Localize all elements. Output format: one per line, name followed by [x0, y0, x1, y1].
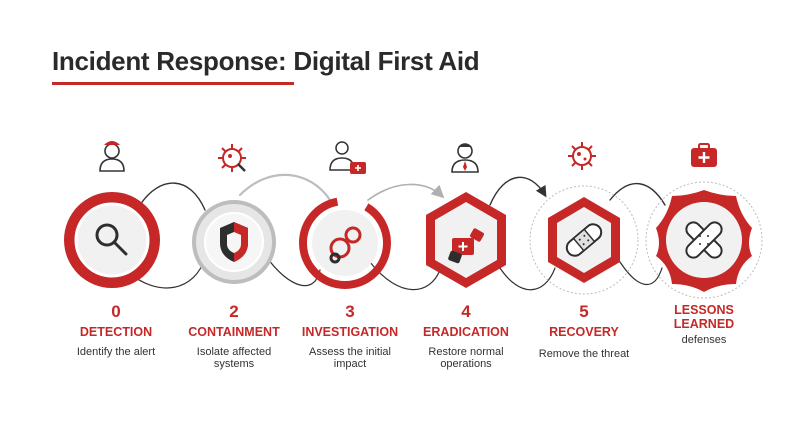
businessman-icon: [451, 143, 479, 173]
first-aid-box-icon: [691, 143, 717, 167]
step-number: 5: [579, 302, 589, 321]
step-investigation-node: [299, 197, 391, 289]
virus-icon: [218, 144, 246, 172]
step-label-lessons: LESSONS LEARNED defenses: [634, 303, 774, 346]
connector-5-6-lower: [619, 261, 663, 286]
step-lessons-node: [645, 181, 763, 299]
step-number: 3: [345, 302, 355, 321]
step-label-eradication: 4 ERADICATION Restore normal operations: [396, 302, 536, 371]
cross-bandage-icon: [685, 221, 723, 259]
magnifier-icon: [95, 223, 128, 256]
step-detection-node: [64, 192, 160, 288]
connector-4-5-lower: [497, 264, 556, 291]
step-eradication-node: [426, 192, 506, 288]
step-number: 0: [111, 302, 121, 321]
medic-kit-icon: [329, 141, 366, 174]
page-title: Incident Response: Digital First Aid: [52, 46, 480, 76]
shield-icon: [220, 222, 248, 262]
step-description: Remove the threat: [538, 348, 630, 360]
step-description: defenses: [681, 334, 727, 346]
virus-icon: [568, 142, 596, 170]
connector-4-5: [489, 176, 547, 206]
step-label-recovery: 5 RECOVERY Remove the threat: [514, 302, 654, 361]
step-name: CONTAINMENT: [188, 325, 280, 339]
step-description: Identify the alert: [76, 346, 156, 358]
person-icon: [99, 141, 125, 172]
first-aid-kit-icon: [448, 228, 484, 264]
step-name: ERADICATION: [423, 325, 509, 339]
step-number: 2: [229, 302, 239, 321]
connector-0-2: [139, 182, 206, 211]
step-name: INVESTIGATION: [301, 325, 399, 339]
connector-5-6: [609, 183, 666, 206]
step-label-containment: 2 CONTAINMENT Isolate affected systems: [164, 302, 304, 371]
step-number: 4: [461, 302, 471, 321]
step-label-investigation: 3 INVESTIGATION Assess the initial impac…: [280, 302, 420, 371]
step-name: DETECTION: [79, 325, 153, 339]
step-description: Isolate affected systems: [196, 346, 272, 370]
connector-2-3: [238, 173, 332, 202]
title-underline: [52, 82, 294, 85]
step-label-detection: 0 DETECTION Identify the alert: [46, 302, 186, 359]
step-name: LESSONS LEARNED: [673, 303, 735, 331]
step-containment-node: [192, 200, 276, 284]
bandage-icon: [565, 223, 603, 257]
connector-3-4: [367, 183, 445, 201]
step-name: RECOVERY: [549, 325, 619, 339]
step-description: Restore normal operations: [428, 346, 504, 370]
step-description: Assess the initial impact: [309, 346, 391, 370]
step-recovery-node: [529, 185, 639, 295]
rings-icon: [329, 226, 362, 264]
